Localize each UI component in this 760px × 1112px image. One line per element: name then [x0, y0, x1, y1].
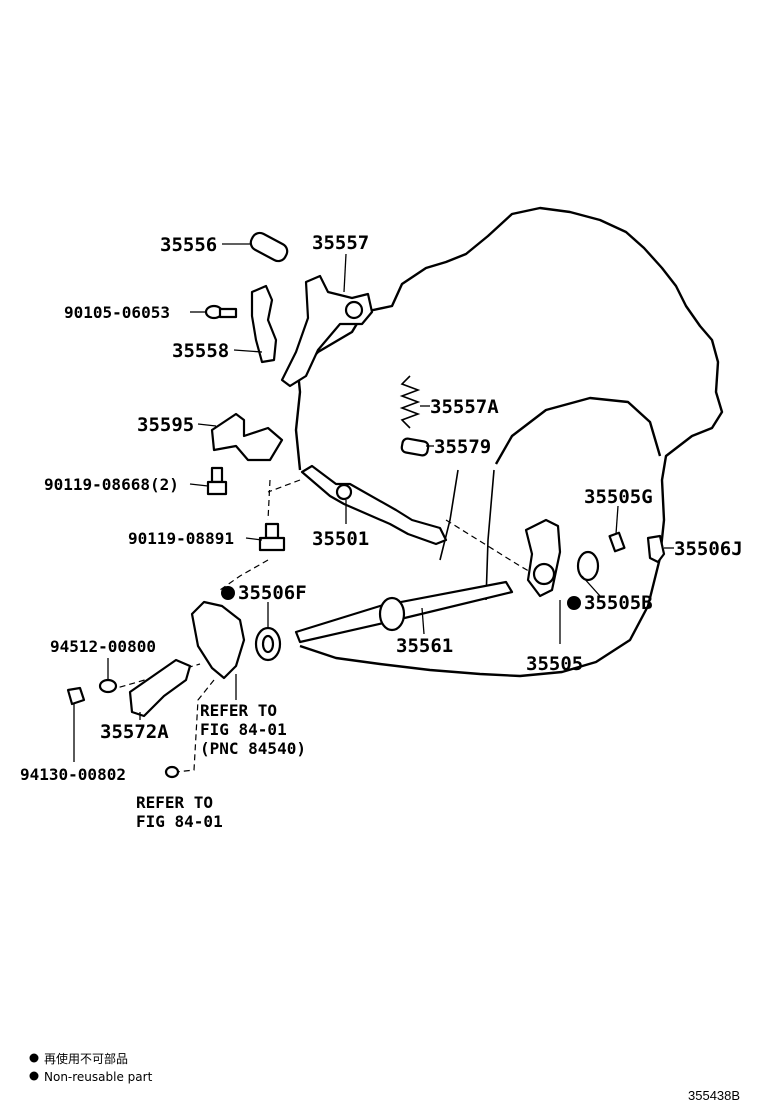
refer-note-1-line3: (PNC 84540) — [200, 739, 306, 758]
refer-note-2-line1: REFER TO — [136, 793, 213, 812]
legend-dot-english — [29, 1071, 39, 1081]
reference-dash-lines — [109, 479, 549, 773]
label-90119-08668: 90119-08668(2) — [44, 475, 179, 494]
label-94512-00800: 94512-00800 — [50, 637, 156, 656]
label-35579: 35579 — [434, 436, 491, 458]
part-35505G-pin — [608, 531, 626, 553]
figure-number: 355438B — [688, 1088, 740, 1103]
label-35506F: 35506F — [238, 582, 307, 604]
label-35561: 35561 — [396, 635, 453, 657]
part-35506F-seal — [254, 626, 282, 662]
part-35595-bracket — [210, 412, 284, 462]
label-35557: 35557 — [312, 232, 369, 254]
part-35561-shaft — [294, 580, 514, 644]
label-35505: 35505 — [526, 653, 583, 675]
transmission-case-outline — [294, 206, 724, 678]
part-small-clip — [164, 765, 180, 779]
part-90119-08891-bolt — [258, 522, 286, 552]
label-35505G: 35505G — [584, 486, 653, 508]
part-35572A-lever — [128, 658, 192, 718]
refer-note-1-line1: REFER TO — [200, 701, 277, 720]
label-35556: 35556 — [160, 234, 217, 256]
part-94512-00800-washer — [98, 678, 118, 694]
refer-note-1-line2: FIG 84-01 — [200, 720, 287, 739]
legend-japanese: 再使用不可部品 — [44, 1051, 128, 1066]
non-reusable-dot-35506F — [221, 586, 235, 600]
label-94130-00802: 94130-00802 — [20, 765, 126, 784]
refer-note-2-line2: FIG 84-01 — [136, 812, 223, 831]
label-35506J: 35506J — [674, 538, 743, 560]
part-35557-lever — [280, 274, 374, 388]
label-35505B: 35505B — [584, 592, 653, 614]
leader-lines — [73, 243, 674, 762]
part-35505-lever — [524, 518, 562, 598]
label-35558: 35558 — [172, 340, 229, 362]
label-90105-06053: 90105-06053 — [64, 303, 170, 322]
part-35579-pin — [400, 437, 430, 457]
label-35572A: 35572A — [100, 721, 169, 743]
label-35595: 35595 — [137, 414, 194, 436]
part-35557A-spring — [399, 375, 421, 429]
part-90105-06053-bolt — [204, 304, 238, 320]
legend-english: Non-reusable part — [44, 1070, 153, 1084]
part-35505B-collar — [576, 550, 600, 582]
legend-dot-japanese — [29, 1053, 39, 1063]
part-manual-valve-lever — [190, 600, 246, 680]
non-reusable-dot-35505B — [567, 596, 581, 610]
part-35556-pin — [249, 231, 289, 263]
label-35501: 35501 — [312, 528, 369, 550]
label-35557A: 35557A — [430, 396, 499, 418]
part-35506J-clip — [646, 534, 666, 564]
part-35501-rod — [300, 464, 448, 546]
part-35558-detent — [250, 284, 278, 364]
label-90119-08891: 90119-08891 — [128, 529, 234, 548]
part-90119-08668-bolt — [206, 466, 228, 496]
part-94130-00802-nut — [66, 686, 86, 706]
